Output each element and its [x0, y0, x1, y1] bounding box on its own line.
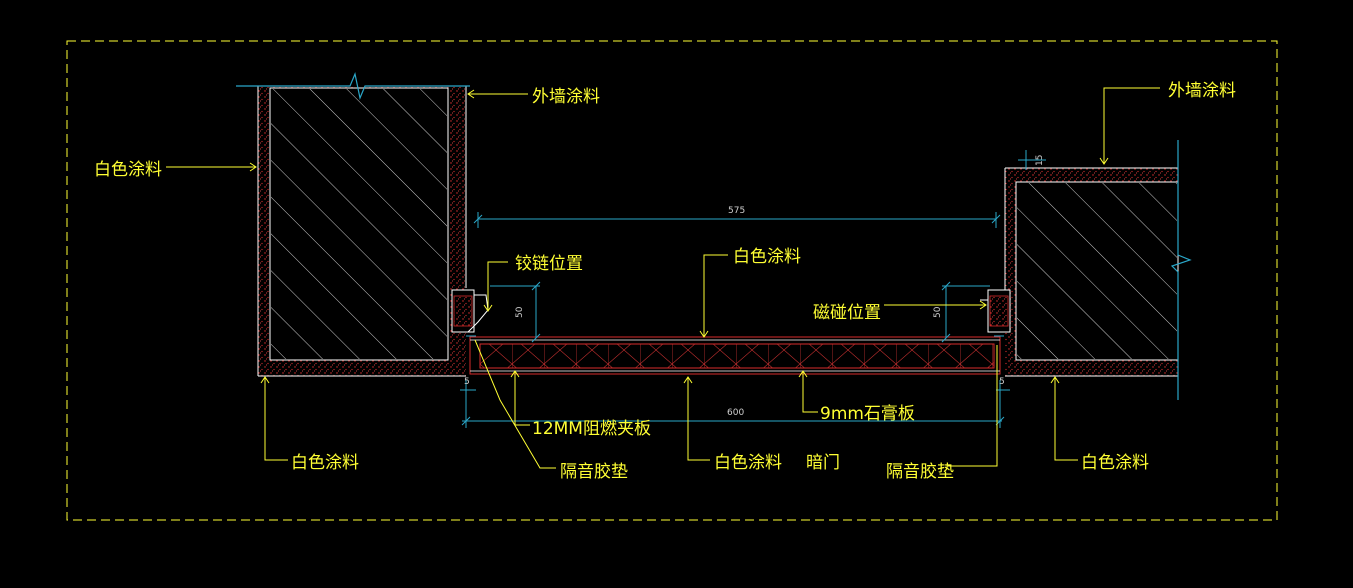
- label-white-paint-bottom-left: 白色涂料: [291, 453, 359, 473]
- dimension-right-finish-value: 15: [1035, 155, 1045, 166]
- magnet-hardware: [980, 289, 1011, 337]
- hinge-hardware: [451, 289, 489, 337]
- dimension-left-depth: [490, 281, 541, 343]
- label-white-paint-bottom-mid: 白色涂料: [714, 453, 782, 473]
- leader-lines: [166, 87, 1160, 469]
- label-hidden-door: 暗门: [806, 453, 840, 473]
- dimension-left-depth-value: 50: [515, 306, 525, 318]
- label-white-paint-top: 白色涂料: [733, 247, 801, 267]
- label-gasket-right: 隔音胶垫: [886, 462, 954, 482]
- label-magnet-position: 磁碰位置: [813, 303, 881, 323]
- dimension-right-finish: [1018, 150, 1046, 170]
- dimension-top-value: 575: [728, 206, 745, 216]
- left-wall: [236, 71, 470, 377]
- dimension-top: [473, 212, 1001, 228]
- label-gasket-left: 隔音胶垫: [560, 462, 628, 482]
- door-leaf: [469, 336, 1001, 375]
- label-exterior-paint-right: 外墙涂料: [1168, 81, 1236, 101]
- dimension-left-gap-value: 5: [464, 377, 470, 387]
- label-white-paint-bottom-right: 白色涂料: [1081, 453, 1149, 473]
- label-exterior-paint-left: 外墙涂料: [532, 87, 600, 107]
- dimension-right-depth: [941, 281, 990, 343]
- label-hinge-position: 铰链位置: [515, 254, 583, 274]
- dimension-bottom: [461, 380, 1005, 428]
- label-fire-board: 12MM阻燃夹板: [532, 419, 651, 439]
- dimension-bottom-value: 600: [727, 408, 744, 418]
- label-white-paint-left: 白色涂料: [94, 160, 162, 180]
- drawing-frame: [66, 40, 1278, 521]
- dimension-right-depth-value: 50: [933, 306, 943, 318]
- right-wall: [1004, 140, 1192, 400]
- dimension-right-gap-value: 5: [999, 377, 1005, 387]
- label-gypsum-board: 9mm石膏板: [820, 403, 915, 424]
